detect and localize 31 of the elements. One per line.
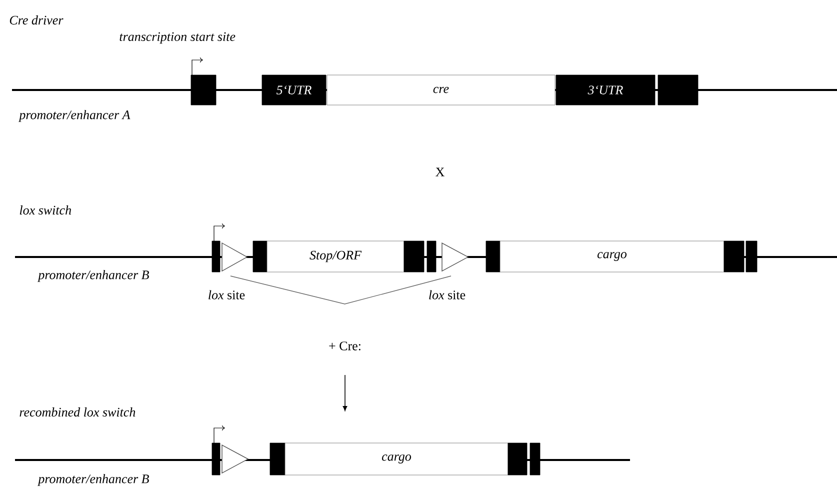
text-label: lox switch [20,205,72,215]
text-label: Cre driver [10,15,64,25]
exon-block [486,240,500,272]
text-label: transcription start site [120,32,236,44]
text-label: promoter/enhancer A [18,110,130,122]
text-label: + Cre: [329,342,360,350]
exon-block [426,240,436,272]
exon-block [212,442,220,476]
recombination-bracket [230,276,452,304]
exon-block [530,442,540,476]
exon-block [252,240,268,272]
exon-block [270,442,286,476]
exon-block [508,442,528,476]
gene-segment-box: 3‘UTR [556,74,656,106]
site-label: lox site [429,290,466,300]
text-label: promoter/enhancer B [37,270,149,282]
exon-block [746,240,758,272]
gene-segment-box: cargo [284,442,508,476]
text-label: promoter/enhancer B [37,474,149,486]
exon-block [404,240,424,272]
gene-segment-box: cre [326,74,556,106]
text-label: X [436,168,444,176]
gene-segment-box: Stop/ORF [266,240,404,272]
exon-block [658,74,698,106]
gene-segment-box: 5‘UTR [262,74,326,106]
exon-block [724,240,744,272]
gene-segment-box: cargo [500,240,724,272]
exon-block [190,74,216,106]
site-label: lox site [208,290,245,300]
text-label: recombined lox switch [20,407,136,417]
exon-block [212,240,220,272]
